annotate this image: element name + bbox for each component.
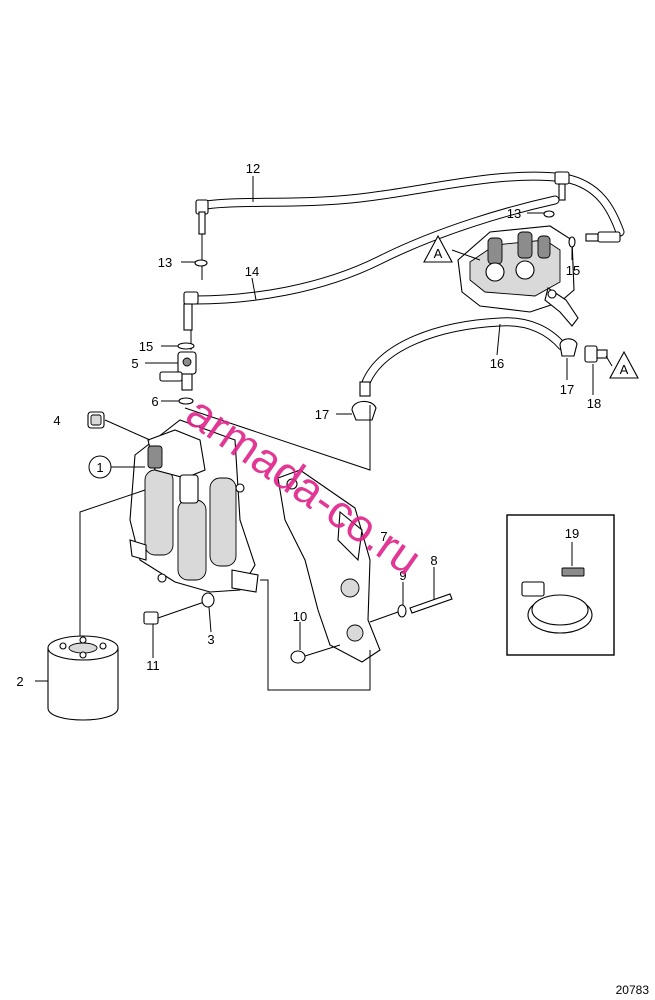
- svg-text:A: A: [434, 246, 443, 261]
- callout-13-right: 13: [507, 206, 521, 221]
- callout-7: 7: [380, 529, 387, 544]
- hose-16: [359, 317, 567, 397]
- o-ring-15-left: [177, 342, 195, 350]
- plug-4: [87, 411, 105, 429]
- nut-3: [201, 592, 215, 608]
- callout-19: 19: [565, 526, 579, 541]
- o-ring-13-right: [543, 210, 555, 218]
- callout-8: 8: [430, 553, 437, 568]
- callout-11: 11: [146, 658, 160, 673]
- callout-14: 14: [245, 264, 259, 279]
- bracket-7: [277, 469, 381, 663]
- callout-13-left: 13: [158, 255, 172, 270]
- nut-10: [290, 650, 306, 664]
- fitting-5: [159, 351, 197, 391]
- callout-2: 2: [16, 674, 23, 689]
- callout-6: 6: [151, 394, 158, 409]
- washer-9: [397, 604, 407, 618]
- callout-1: 1: [96, 460, 103, 475]
- callout-3: 3: [207, 632, 214, 647]
- reference-marker-a-top: A: [423, 234, 481, 263]
- stud-8: [409, 593, 453, 614]
- hose-12: [195, 171, 625, 243]
- injector-block: [457, 225, 579, 327]
- callout-15-right: 15: [566, 263, 580, 278]
- svg-text:A: A: [620, 362, 629, 377]
- fuel-filter-2: [47, 635, 119, 721]
- callout-5: 5: [131, 356, 138, 371]
- hose-clamp-19-box: [506, 514, 615, 656]
- callout-9: 9: [399, 568, 406, 583]
- clip-17-right: [559, 338, 578, 357]
- reference-marker-a-right: A: [605, 350, 639, 379]
- callout-17-right: 17: [560, 382, 574, 397]
- fitting-18: [584, 345, 608, 363]
- callout-17-left: 17: [315, 407, 329, 422]
- o-ring-15-right: [568, 236, 576, 248]
- callout-12: 12: [246, 161, 260, 176]
- callout-15-left: 15: [139, 339, 153, 354]
- callout-1-circle: [88, 455, 112, 479]
- bolt-11: [143, 599, 211, 625]
- callout-10: 10: [293, 609, 307, 624]
- o-ring-6: [178, 397, 194, 405]
- o-ring-13-left: [194, 259, 208, 267]
- callout-16: 16: [490, 356, 504, 371]
- callout-4: 4: [53, 413, 60, 428]
- fuel-pump-module: [129, 419, 259, 593]
- hose-14: [183, 195, 560, 331]
- drawing-number: 20783: [616, 983, 650, 997]
- callout-18: 18: [587, 396, 601, 411]
- clip-17-left: [351, 400, 377, 421]
